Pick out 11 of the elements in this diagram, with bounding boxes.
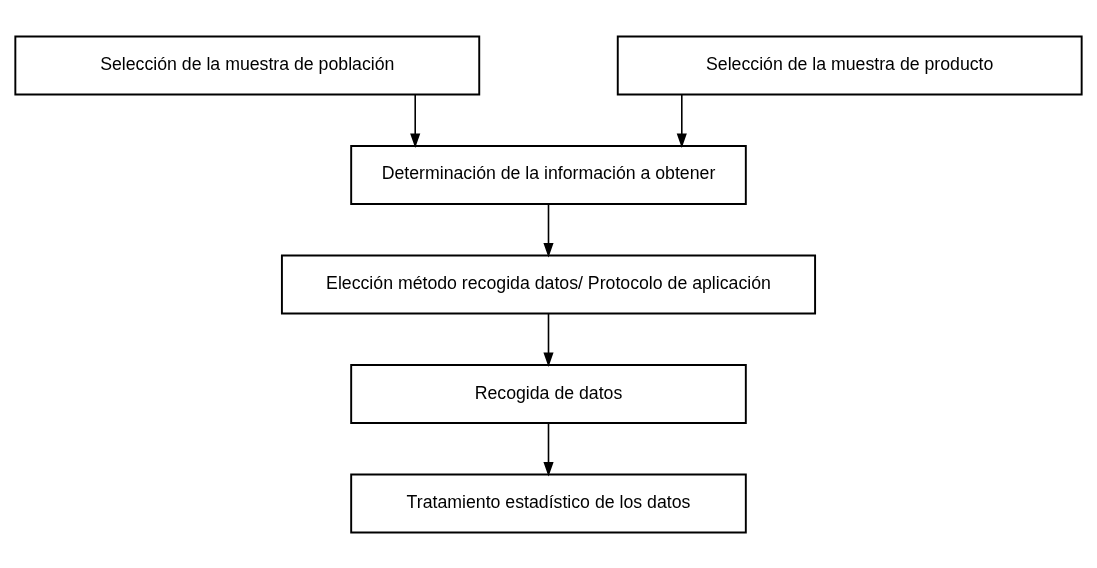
arrow bbox=[543, 312, 554, 367]
node-box: Elección método recogida datos/ Protocolo de aplicación bbox=[280, 254, 817, 314]
node-box: Determinación de la información a obtener bbox=[350, 144, 747, 205]
arrow bbox=[676, 93, 687, 148]
node-box: Recogida de datos bbox=[350, 363, 747, 424]
arrow bbox=[543, 422, 554, 477]
arrow bbox=[543, 203, 554, 257]
node-box: Selección de la muestra de población bbox=[14, 34, 481, 95]
arrow bbox=[410, 93, 421, 148]
node-box: Tratamiento estadístico de los datos bbox=[350, 473, 747, 534]
node-box: Selección de la muestra de producto bbox=[616, 34, 1083, 95]
